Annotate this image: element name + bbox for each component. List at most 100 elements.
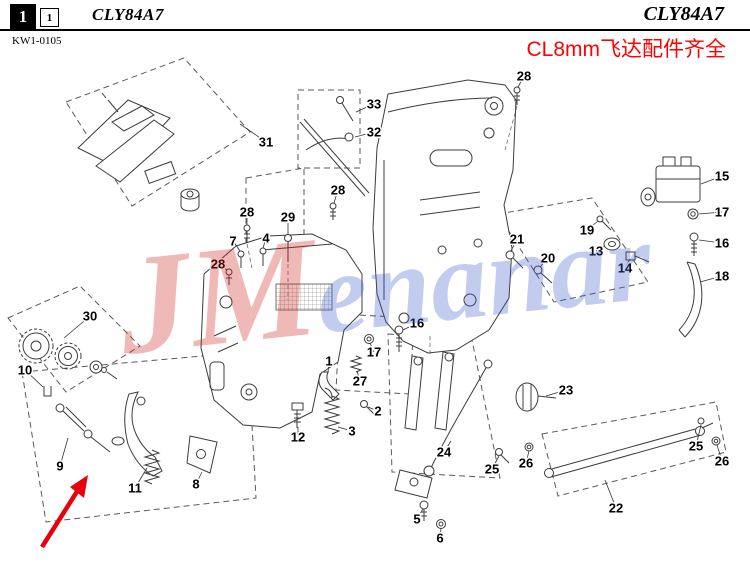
solenoid-and-fittings — [640, 156, 703, 338]
leader-line — [491, 455, 500, 470]
part-label-25: 25 — [689, 439, 703, 454]
part-label-17: 17 — [367, 345, 381, 360]
part-label-28: 28 — [211, 257, 225, 272]
red-arrow-head — [70, 475, 88, 498]
leader-line — [232, 240, 241, 252]
page-number-box: 1 — [10, 4, 36, 29]
leader-line — [443, 440, 452, 453]
part-label-32: 32 — [367, 125, 381, 140]
leader-line — [699, 275, 723, 283]
leader-line — [604, 479, 617, 509]
part-label-28: 28 — [331, 183, 345, 198]
part-label-18: 18 — [715, 269, 729, 284]
part-label-20: 20 — [541, 251, 555, 266]
leader-line — [698, 239, 723, 244]
tape-guide-bracket-assembly — [77, 92, 200, 212]
small-screw-parts — [225, 86, 521, 529]
part-label-11: 11 — [128, 481, 142, 496]
part-label-19: 19 — [580, 223, 594, 238]
part-label-31: 31 — [259, 135, 273, 150]
part-label-1: 1 — [325, 354, 332, 369]
leader-line — [698, 211, 723, 215]
center-body-plate — [200, 233, 363, 429]
leader-line — [59, 437, 69, 467]
leader-line — [716, 444, 723, 462]
leader-line — [337, 426, 353, 432]
leader-line — [333, 189, 339, 204]
part-label-27: 27 — [353, 374, 367, 389]
leader-line — [367, 406, 379, 412]
part-label-4: 4 — [262, 231, 270, 246]
promo-text: CL8mm飞达配件齐全 — [526, 38, 726, 61]
part-label-14: 14 — [618, 261, 633, 276]
doc-code: KW1-0105 — [12, 35, 62, 47]
part-label-16: 16 — [715, 236, 729, 251]
part-label-8: 8 — [192, 477, 199, 492]
part-label-22: 22 — [609, 501, 623, 516]
model-title-left: CLY84A7 — [92, 5, 164, 24]
part-label-10: 10 — [18, 363, 32, 378]
leader-line — [517, 75, 525, 88]
part-label-30: 30 — [83, 309, 97, 324]
leader-line — [416, 508, 424, 520]
leader-line — [63, 315, 91, 339]
lever-and-screw-parts — [43, 386, 218, 485]
leader-line — [369, 342, 375, 353]
part-label-25: 25 — [485, 462, 499, 477]
part-label-29: 29 — [281, 210, 295, 225]
part-label-28: 28 — [517, 69, 531, 84]
model-title-right: CLY84A7 — [643, 3, 724, 25]
leader-line — [586, 220, 599, 231]
part-label-24: 24 — [437, 445, 452, 460]
part-label-9: 9 — [56, 459, 63, 474]
leader-line — [354, 131, 375, 138]
knob-and-rod-parts — [515, 382, 721, 478]
part-label-12: 12 — [291, 430, 305, 445]
part-label-6: 6 — [436, 531, 443, 546]
leader-line — [539, 257, 549, 268]
part-label-2: 2 — [374, 404, 381, 419]
sprocket-gears — [18, 328, 118, 380]
leader-line — [356, 370, 361, 382]
leader-line — [525, 450, 530, 464]
part-label-15: 15 — [715, 169, 729, 184]
part-label-21: 21 — [510, 232, 524, 247]
leader-line — [439, 527, 442, 539]
leader-line — [402, 322, 418, 331]
leader-line — [624, 258, 631, 269]
leader-line — [595, 245, 606, 252]
leader-line — [134, 467, 148, 489]
part-label-26: 26 — [715, 454, 729, 469]
roller-and-bolt-parts — [505, 215, 650, 284]
leader-line — [510, 238, 518, 252]
linkage-assembly — [394, 351, 534, 499]
part-label-13: 13 — [589, 244, 603, 259]
leader-line — [217, 263, 228, 271]
part-label-33: 33 — [367, 97, 381, 112]
part-label-28: 28 — [240, 205, 254, 220]
page-number-box-secondary: 1 — [40, 8, 59, 27]
header-divider — [0, 29, 750, 31]
pin-and-lever-parts — [299, 96, 370, 197]
leader-line — [545, 389, 567, 397]
red-arrow — [40, 475, 88, 549]
leader-line — [355, 103, 375, 113]
leader-line — [239, 123, 267, 143]
leader-line — [327, 360, 330, 374]
alignment-dashed-lines — [246, 105, 518, 354]
main-frame-plate — [372, 79, 517, 354]
leader-line — [24, 369, 44, 388]
part-label-16: 16 — [410, 316, 424, 331]
part-label-5: 5 — [413, 512, 420, 527]
part-label-23: 23 — [559, 383, 573, 398]
part-label-3: 3 — [348, 424, 355, 439]
leader-line — [195, 471, 203, 485]
part-label-26: 26 — [519, 456, 533, 471]
leader-line — [262, 237, 267, 249]
leader-line — [700, 175, 723, 185]
red-arrow-shaft — [40, 488, 80, 549]
part-label-17: 17 — [715, 205, 729, 220]
